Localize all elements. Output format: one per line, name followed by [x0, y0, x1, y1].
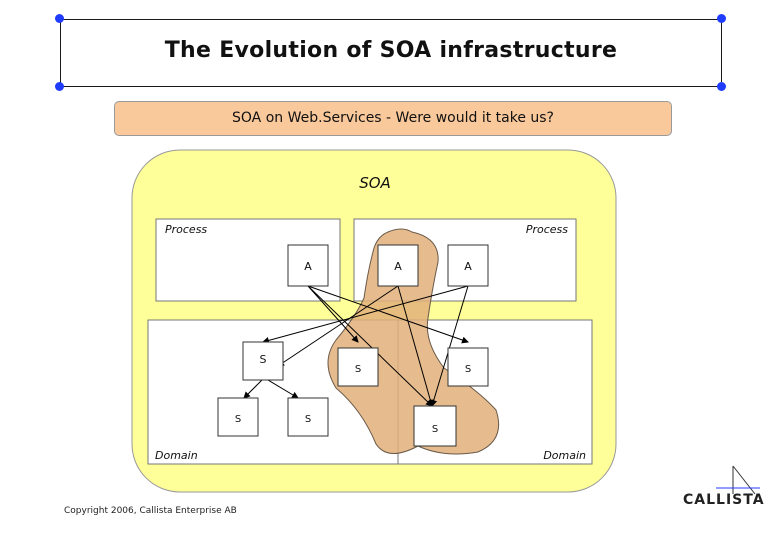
callista-logo-icon [716, 465, 760, 495]
domain-label-left: Domain [155, 449, 198, 462]
svg-text:A: A [304, 260, 312, 273]
service-node-6: S [413, 405, 457, 447]
selection-handle-bottom-left[interactable] [55, 82, 64, 91]
selection-handle-top-left[interactable] [55, 14, 64, 23]
dependency-arrows [243, 285, 469, 407]
activity-node-1: A [287, 244, 329, 287]
service-node-4: S [217, 397, 259, 437]
svg-text:S: S [432, 424, 438, 435]
copyright-text: Copyright 2006, Callista Enterprise AB [64, 506, 237, 516]
svg-text:S: S [260, 353, 267, 366]
domain-label-right: Domain [543, 449, 586, 462]
process-label-left: Process [165, 223, 207, 236]
callista-logo-text: CALLISTA [683, 492, 765, 508]
service-node-3: S [447, 347, 489, 387]
service-node-2: S [337, 347, 379, 387]
subtitle-text: SOA on Web.Services - Were would it take… [232, 110, 554, 126]
activity-node-3: A [447, 244, 489, 287]
service-node-1: S [242, 341, 284, 381]
selection-handle-top-right[interactable] [717, 14, 726, 23]
svg-text:S: S [305, 414, 311, 425]
slide-title: The Evolution of SOA infrastructure [164, 38, 618, 63]
svg-text:A: A [394, 260, 402, 273]
svg-text:A: A [464, 260, 472, 273]
title-frame [60, 19, 722, 87]
selection-handle-bottom-right[interactable] [717, 82, 726, 91]
process-label-right: Process [526, 223, 568, 236]
svg-text:S: S [235, 414, 241, 425]
activity-node-2: A [377, 244, 419, 287]
svg-text:S: S [355, 364, 361, 375]
soa-label: SOA [359, 174, 391, 192]
service-node-5: S [287, 397, 329, 437]
subtitle-box [114, 101, 672, 136]
svg-text:S: S [465, 364, 471, 375]
